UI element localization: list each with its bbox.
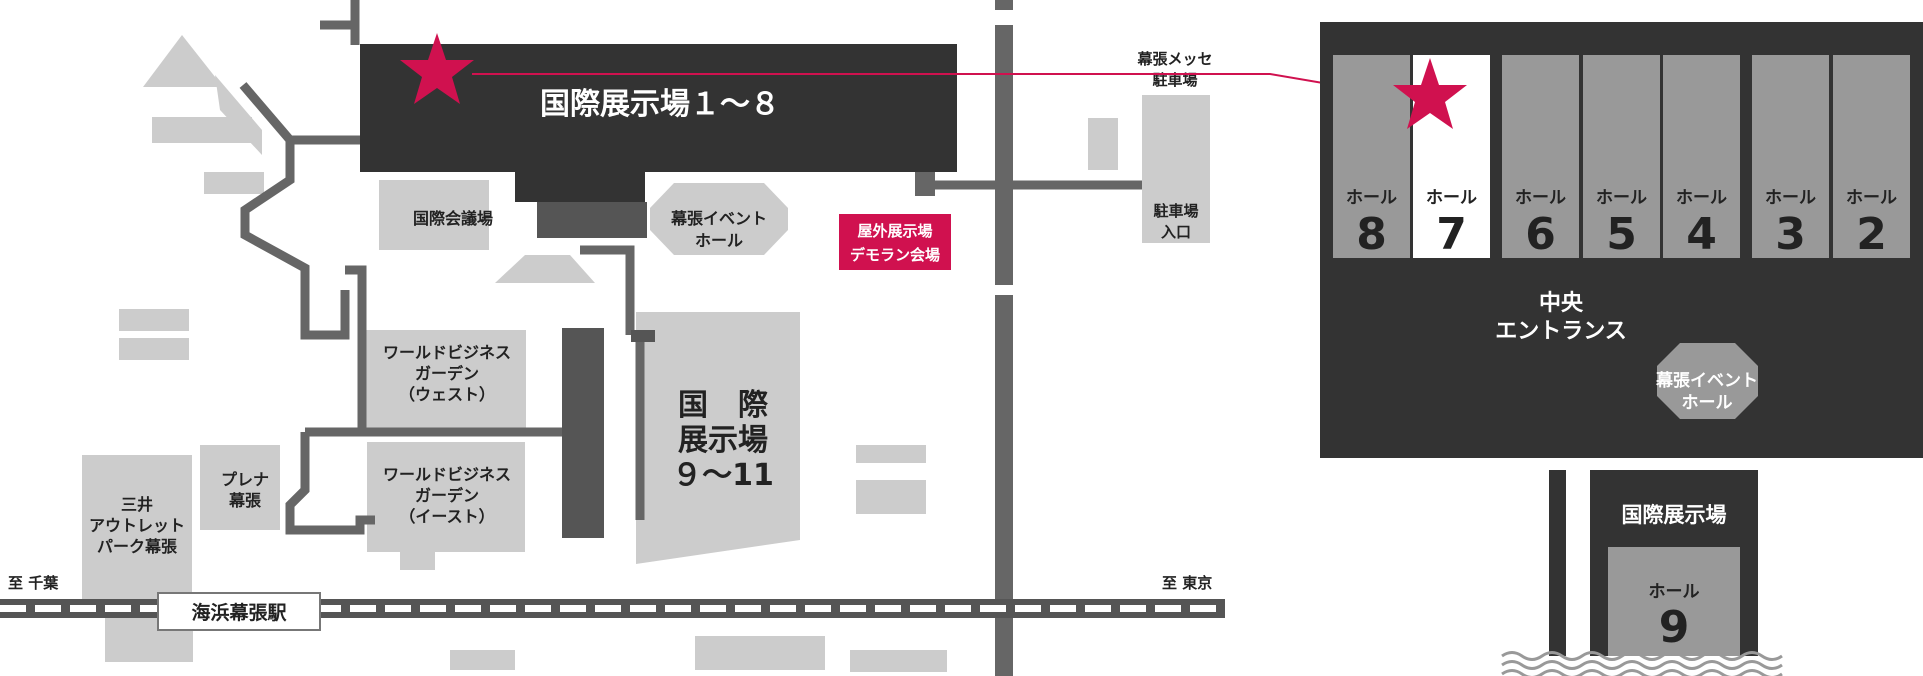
hall-3-label: ホール bbox=[1765, 188, 1816, 208]
central-entrance-label-1: 中央 bbox=[1539, 290, 1584, 316]
hall-5-number: 5 bbox=[1606, 209, 1637, 260]
event-hall-shape bbox=[650, 183, 788, 255]
wbg-west-label-3: （ウェスト） bbox=[399, 385, 495, 404]
hall-7-label: ホール bbox=[1426, 188, 1477, 208]
conference-hall-label: 国際会議場 bbox=[413, 209, 493, 228]
hall9-side-wall bbox=[1549, 470, 1566, 656]
parking-entrance-label-1: 駐車場 bbox=[1153, 202, 1198, 220]
station-label: 海浜幕張駅 bbox=[191, 601, 287, 624]
hall-3-box bbox=[1752, 55, 1829, 258]
hall-4-number: 4 bbox=[1686, 209, 1717, 260]
hall-3-number: 3 bbox=[1775, 209, 1806, 260]
hall-5-box bbox=[1583, 55, 1660, 258]
star-icon bbox=[400, 33, 474, 104]
halls-9-11-label-3: ９～11 bbox=[672, 458, 774, 493]
water-waves bbox=[1501, 651, 1783, 676]
halls-9-11-label-2: 展示場 bbox=[678, 423, 768, 458]
event-hall-label-2: ホール bbox=[695, 231, 743, 250]
to-chiba-label: 至 千葉 bbox=[8, 574, 59, 592]
wbg-east-label-1: ワールドビジネス bbox=[383, 465, 511, 484]
wbg-west-label-2: ガーデン bbox=[415, 364, 479, 383]
mitsui-label-3: パーク幕張 bbox=[97, 537, 178, 556]
hall-2-label: ホール bbox=[1846, 188, 1897, 208]
hall-4-label: ホール bbox=[1676, 188, 1727, 208]
to-tokyo-label: 至 東京 bbox=[1162, 574, 1212, 592]
star-icon bbox=[1393, 58, 1467, 129]
roads bbox=[239, 0, 1142, 535]
station-box bbox=[157, 592, 321, 631]
highway-lower bbox=[995, 295, 1013, 676]
wbg-west-label-1: ワールドビジネス bbox=[383, 343, 511, 362]
parking-entrance-label-2: 入口 bbox=[1161, 223, 1191, 241]
highway-upper bbox=[995, 25, 1013, 285]
hall9-box bbox=[1608, 547, 1740, 656]
outdoor-exhibition-box bbox=[839, 214, 951, 270]
hall-7-number: 7 bbox=[1436, 209, 1467, 260]
hall-5-label: ホール bbox=[1596, 188, 1647, 208]
main-map: 国際展示場１～８ 国際会議場 幕張イベント ホール 屋外展示場 デモラン会場 幕… bbox=[0, 0, 1225, 676]
hall-2-number: 2 bbox=[1856, 209, 1887, 260]
mitsui-label-2: アウトレット bbox=[89, 516, 185, 535]
hall-4-box bbox=[1663, 55, 1740, 258]
intl-exhibition-label: 国際展示場 bbox=[1622, 503, 1727, 527]
hall-8-number: 8 bbox=[1356, 209, 1387, 260]
wbg-east-label-2: ガーデン bbox=[415, 486, 479, 505]
parking-label-1: 幕張メッセ bbox=[1136, 50, 1212, 68]
mitsui-label-1: 三井 bbox=[121, 495, 153, 514]
background-blocks bbox=[82, 35, 1210, 672]
hall9-number: 9 bbox=[1659, 602, 1690, 653]
plena-label-2: 幕張 bbox=[228, 491, 262, 510]
central-entrance-label-2: エントランス bbox=[1495, 319, 1627, 344]
detail-event-hall-label-2: ホール bbox=[1682, 393, 1733, 413]
halls-1-8-label: 国際展示場１～８ bbox=[540, 87, 780, 122]
wbg-east-label-3: （イースト） bbox=[399, 507, 494, 526]
hall-8-box bbox=[1333, 55, 1410, 258]
outdoor-label-1: 屋外展示場 bbox=[857, 222, 932, 240]
event-hall-label-1: 幕張イベント bbox=[670, 209, 767, 228]
plena-label-1: プレナ bbox=[221, 470, 269, 489]
detail-event-hall-label-1: 幕張イベント bbox=[1655, 370, 1758, 391]
hall-6-number: 6 bbox=[1525, 209, 1556, 260]
walkway-block bbox=[562, 328, 604, 538]
hall-8-label: ホール bbox=[1346, 188, 1397, 208]
hall-6-box bbox=[1502, 55, 1579, 258]
hall-2-box bbox=[1833, 55, 1910, 258]
parking-label-2: 駐車場 bbox=[1152, 71, 1197, 89]
halls-9-11-label-1: 国 際 bbox=[678, 388, 768, 423]
highway-top bbox=[995, 0, 1013, 10]
detail-event-hall-shape bbox=[1657, 343, 1758, 419]
hall-6-label: ホール bbox=[1515, 188, 1566, 208]
outdoor-label-2: デモラン会場 bbox=[850, 246, 940, 264]
connector-block bbox=[537, 202, 647, 238]
hall9-label: ホール bbox=[1649, 582, 1700, 602]
